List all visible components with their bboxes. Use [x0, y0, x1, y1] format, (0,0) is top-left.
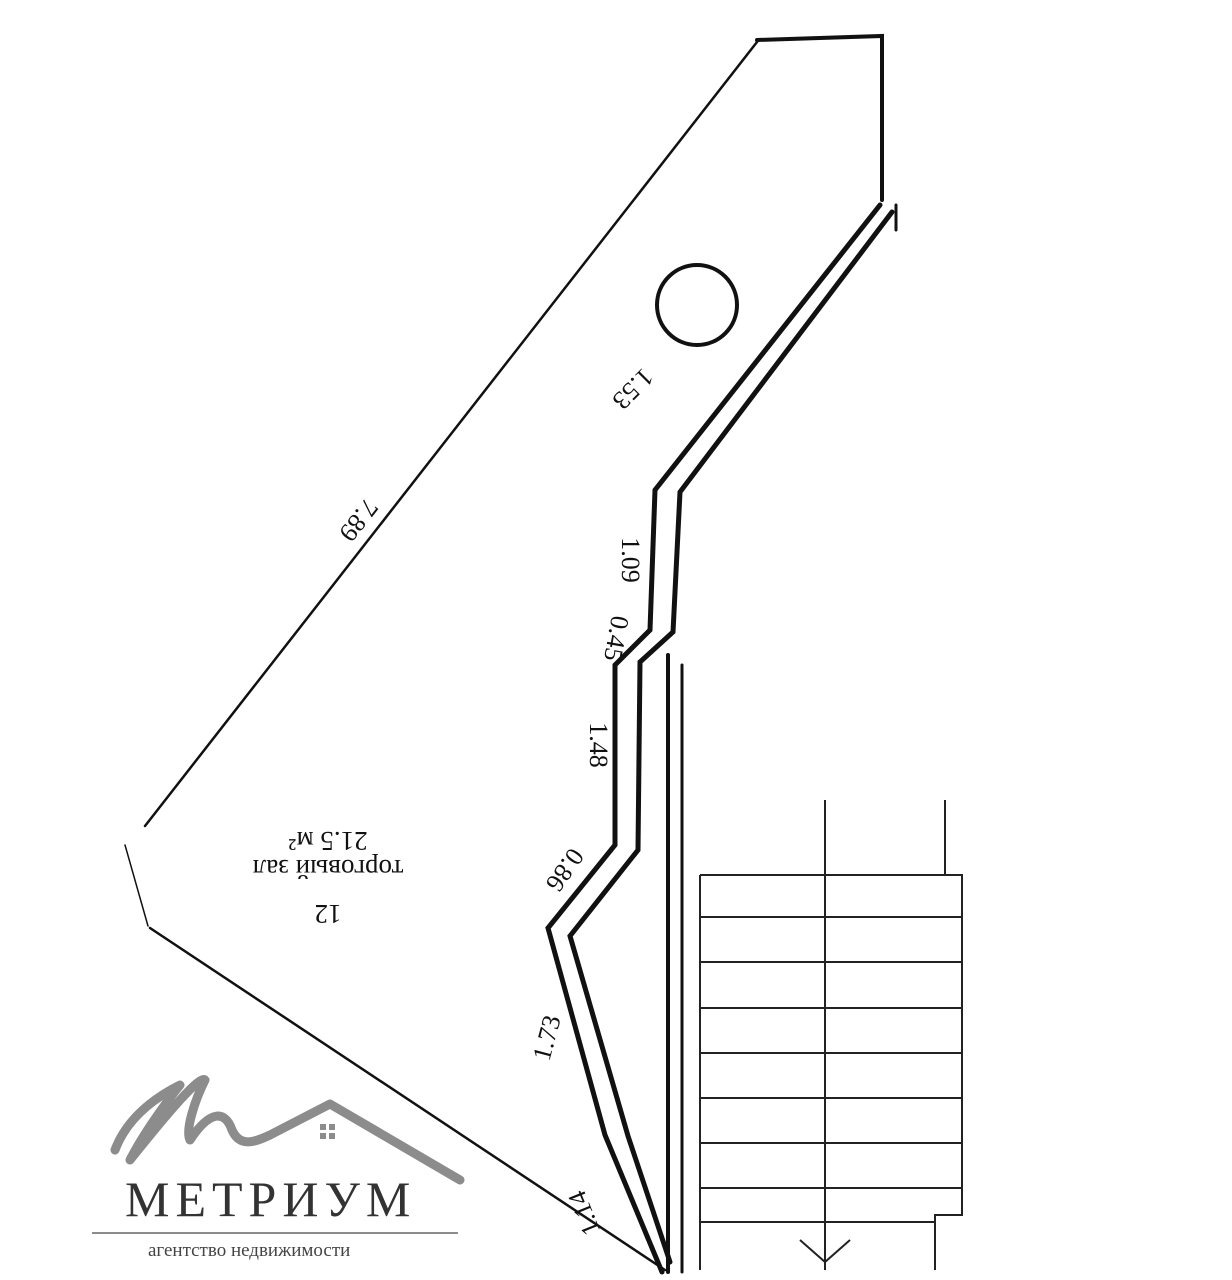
- dim-upper-wall: 1.53: [607, 363, 660, 416]
- room-name: торговый зал: [253, 854, 404, 884]
- dim-seg-3: 1.48: [584, 722, 613, 768]
- wall-top: [755, 33, 884, 202]
- wall-inner-outer-line: [545, 202, 883, 1275]
- room-number: 12: [315, 899, 342, 929]
- dim-seg-6: 1.14: [562, 1187, 606, 1240]
- logo-brand: МЕТРИУМ: [125, 1171, 416, 1227]
- dim-seg-1: 1.09: [616, 537, 645, 583]
- logo-window-icon: [320, 1124, 335, 1139]
- logo: МЕТРИУМ агентство недвижимости: [92, 1075, 465, 1261]
- wall-long-diagonal: [143, 40, 759, 828]
- column-circle: [655, 263, 739, 347]
- logo-tagline: агентство недвижимости: [148, 1240, 350, 1261]
- dim-seg-5: 1.73: [527, 1012, 567, 1063]
- wall-left-short: [124, 844, 149, 927]
- dim-long-wall: 7.89: [333, 493, 384, 547]
- room-area: 21.5 м²: [288, 826, 367, 856]
- dim-seg-2: 0.45: [598, 614, 634, 664]
- room-label: 21.5 м² торговый зал 12: [253, 826, 404, 929]
- staircase: [699, 800, 963, 1270]
- wall-bottom-diagonal: [148, 926, 667, 1272]
- wall-inner-second-line: [567, 209, 895, 1265]
- logo-swoosh: [110, 1075, 465, 1185]
